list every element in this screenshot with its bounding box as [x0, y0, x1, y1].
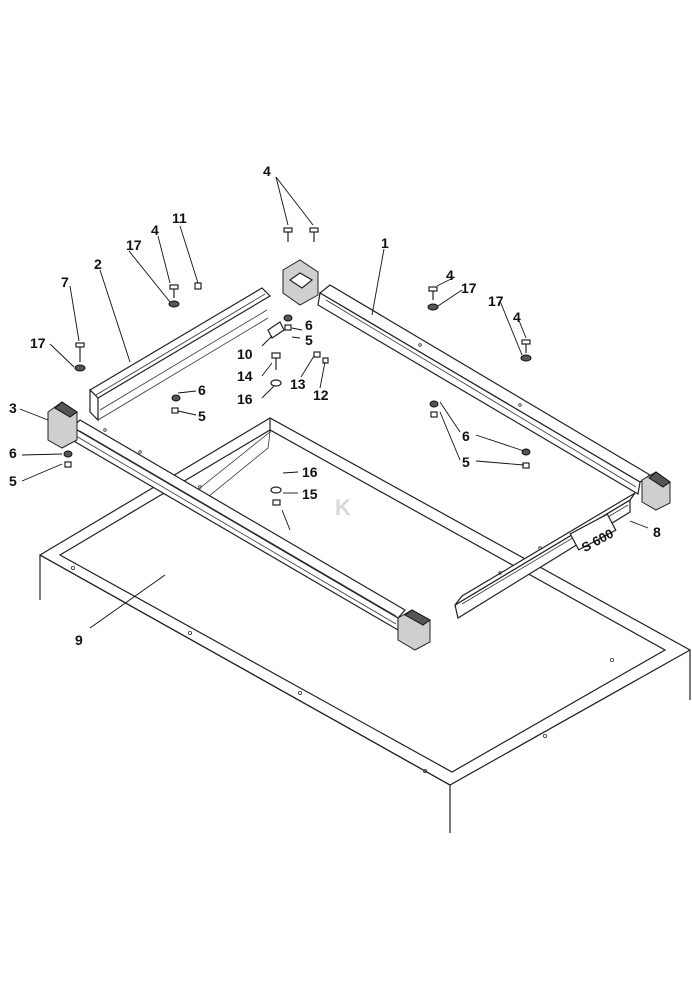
nut-icon — [430, 411, 438, 418]
washer-icon — [520, 354, 532, 362]
nut-icon — [522, 462, 530, 469]
washer-fasteners — [63, 300, 532, 494]
callout-4: 4 — [513, 309, 521, 325]
bolt-icon — [169, 284, 179, 298]
corner-piece-left — [47, 401, 78, 449]
callout-4: 4 — [151, 222, 159, 238]
bolt-icon — [271, 352, 281, 370]
callout-8: 8 — [653, 524, 661, 540]
callout-7: 7 — [61, 274, 69, 290]
callout-4: 4 — [446, 267, 454, 283]
bolt-icon — [283, 227, 293, 242]
washer-icon — [270, 379, 282, 387]
callout-14: 14 — [237, 368, 253, 384]
leader-lines — [19, 176, 649, 629]
washer-icon — [283, 314, 293, 322]
callout-5: 5 — [462, 454, 470, 470]
callout-5: 5 — [305, 332, 313, 348]
callout-16: 16 — [237, 391, 253, 407]
callout-17: 17 — [461, 280, 477, 296]
callout-5: 5 — [9, 473, 17, 489]
nut-icon — [313, 351, 321, 358]
corner-piece-rear — [282, 259, 319, 306]
washer-icon — [168, 300, 180, 308]
corner-piece-right — [641, 471, 671, 511]
bolt-icon — [521, 339, 531, 353]
base-cabinet — [38, 417, 692, 833]
nut-icon — [64, 461, 72, 468]
nut-icon — [322, 357, 329, 364]
washer-icon — [171, 394, 181, 402]
washer-icon — [429, 400, 439, 408]
rear-right-frame-rail — [317, 284, 652, 495]
washer-icon — [427, 303, 439, 311]
washer-icon — [521, 448, 531, 456]
corner-piece-front — [397, 609, 431, 651]
nut-icon — [284, 324, 292, 331]
rear-left-frame-rail — [89, 287, 271, 422]
watermark-text: K — [335, 495, 351, 520]
callout-12: 12 — [313, 387, 329, 403]
washer-icon — [74, 364, 86, 372]
callout-9: 9 — [75, 632, 83, 648]
callout-6: 6 — [198, 382, 206, 398]
nut-icon — [171, 407, 179, 414]
bolt-fasteners — [75, 227, 531, 370]
bolt-icon — [428, 286, 438, 300]
callout-5: 5 — [198, 408, 206, 424]
nut-icon — [272, 499, 281, 506]
callout-11: 11 — [172, 210, 187, 226]
right-frame-rail: S 600 — [454, 492, 636, 619]
callout-16: 16 — [302, 464, 318, 480]
callout-3: 3 — [9, 400, 17, 416]
callout-2: 2 — [94, 256, 102, 272]
washer-icon — [63, 450, 73, 458]
callout-6: 6 — [462, 428, 470, 444]
callout-6: 6 — [9, 445, 17, 461]
callout-17: 17 — [30, 335, 46, 351]
bolt-icon — [309, 227, 319, 242]
callout-4: 4 — [263, 163, 271, 179]
callout-17: 17 — [126, 237, 142, 253]
bolt-icon — [75, 342, 85, 362]
callout-1: 1 — [381, 235, 389, 251]
callout-10: 10 — [237, 346, 253, 362]
bolt-icon — [194, 282, 202, 290]
washer-icon — [270, 486, 282, 494]
callout-labels: 4 1 11 4 17 2 7 17 3 6 5 4 17 17 4 6 10 … — [9, 163, 661, 648]
callout-15: 15 — [302, 486, 318, 502]
callout-6: 6 — [305, 317, 313, 333]
front-frame-rail — [70, 419, 406, 632]
callout-13: 13 — [290, 376, 306, 392]
bracket-part-10 — [267, 321, 285, 339]
model-plate — [569, 513, 617, 551]
callout-17: 17 — [488, 293, 504, 309]
nut-fasteners — [64, 324, 531, 506]
